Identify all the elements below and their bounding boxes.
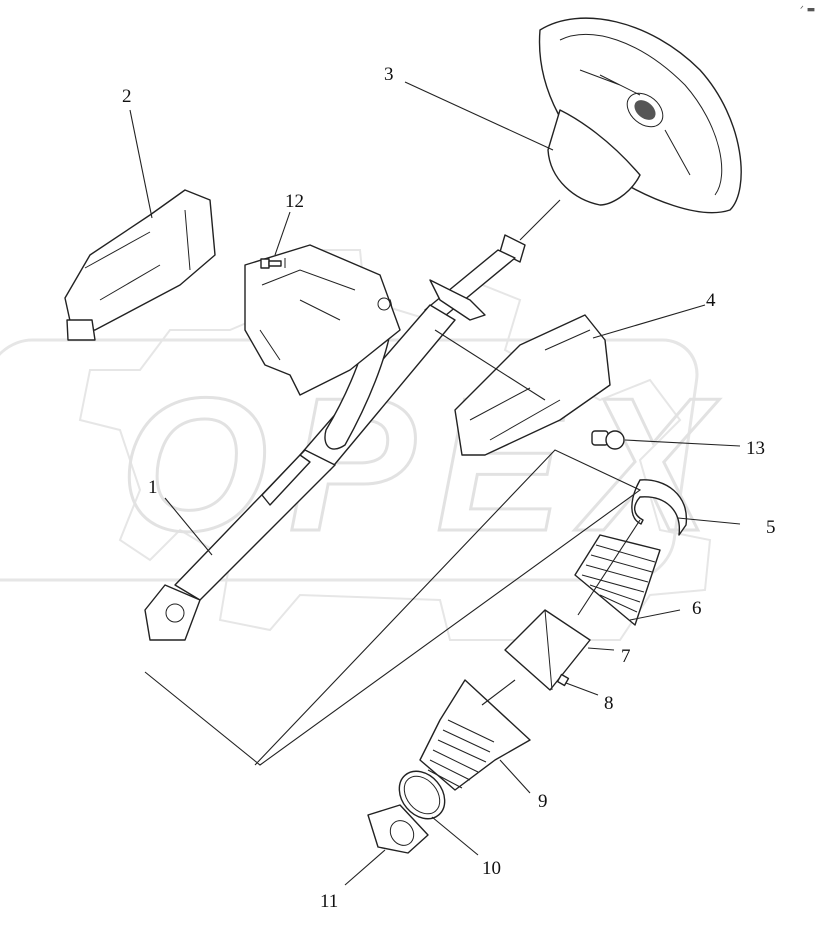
watermark-text: OPEX xyxy=(120,359,720,571)
callout-1: 1 xyxy=(148,477,158,498)
pin-part-8 xyxy=(556,673,570,687)
callout-9: 9 xyxy=(538,791,548,812)
boot-part-6 xyxy=(574,534,661,626)
callout-6: 6 xyxy=(692,598,702,619)
lower-shroud-part xyxy=(454,314,611,456)
callout-3: 3 xyxy=(384,64,394,85)
callout-2: 2 xyxy=(122,86,132,107)
clamp-ring-part-10 xyxy=(398,770,446,820)
bolt-part-12 xyxy=(260,258,286,269)
trim-ring-part xyxy=(631,479,688,536)
callout-12: 12 xyxy=(285,191,304,212)
callout-10: 10 xyxy=(482,858,501,879)
sleeve-part-7 xyxy=(504,609,591,691)
knob-part-13 xyxy=(591,430,625,450)
callout-7: 7 xyxy=(621,646,631,667)
callout-labels: 1 2 3 4 5 6 7 8 9 10 11 12 13 xyxy=(122,64,776,912)
callout-11: 11 xyxy=(320,891,338,912)
leader-lines xyxy=(129,81,741,886)
bellows-part-9 xyxy=(419,679,531,791)
cap-part-11 xyxy=(367,804,429,854)
steering-column-part xyxy=(144,234,526,641)
callout-13: 13 xyxy=(746,438,765,459)
callout-5: 5 xyxy=(766,517,776,538)
assembly-lines xyxy=(144,199,642,766)
steering-wheel-part xyxy=(538,17,742,214)
callout-8: 8 xyxy=(604,693,614,714)
upper-shroud-part xyxy=(64,189,216,341)
callout-4: 4 xyxy=(706,290,716,311)
corner-mark: ᐟ ▬ xyxy=(800,5,815,15)
